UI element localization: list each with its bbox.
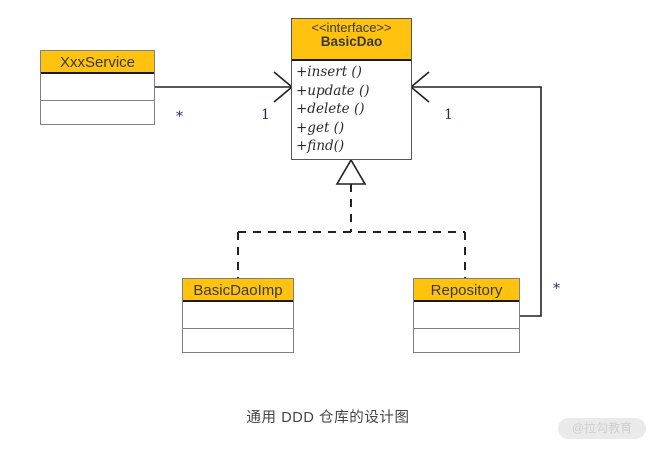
stereotype-label-interface: <<interface>> xyxy=(311,20,392,35)
diagram-caption: 通用 DDD 仓库的设计图 xyxy=(246,410,410,426)
class-name-basicdaoimp: BasicDaoImp xyxy=(183,279,293,302)
interface-operations-compartment: +insert () +update () +delete () +get ()… xyxy=(292,61,411,159)
class-methods-compartment-repository xyxy=(414,328,519,352)
class-box-basicdao[interactable]: <<interface>> BasicDao +insert () +updat… xyxy=(291,18,412,160)
multiplicity-service-side: * xyxy=(176,109,183,125)
multiplicity-basicdao-right: 1 xyxy=(444,107,453,123)
class-attributes-compartment-xxxservice xyxy=(41,74,154,100)
operation-find: +find() xyxy=(296,138,345,155)
operation-insert: +insert () xyxy=(296,64,362,80)
class-methods-compartment-basicdaoimp xyxy=(183,328,293,352)
association-service-basicdao xyxy=(155,71,294,103)
class-box-xxxservice[interactable]: XxxService xyxy=(40,50,155,125)
class-name-xxxservice: XxxService xyxy=(41,51,154,74)
class-attributes-compartment-repository xyxy=(414,302,519,328)
watermark-badge: @拉勾教育 xyxy=(558,418,646,439)
interface-header-basicdao: <<interface>> BasicDao xyxy=(292,19,411,61)
operation-delete: +delete () xyxy=(296,101,365,118)
operation-get: +get () xyxy=(296,119,345,136)
class-attributes-compartment-basicdaoimp xyxy=(183,302,293,328)
class-name-basicdao: BasicDao xyxy=(320,34,383,50)
multiplicity-repository-side: * xyxy=(553,281,560,297)
operation-update: +update () xyxy=(296,82,370,99)
class-box-repository[interactable]: Repository xyxy=(413,278,520,353)
class-box-basicdaoimp[interactable]: BasicDaoImp xyxy=(182,278,294,353)
class-name-repository: Repository xyxy=(414,279,519,302)
realization-basicdao xyxy=(237,158,466,278)
multiplicity-basicdao-left: 1 xyxy=(261,107,270,123)
class-methods-compartment-xxxservice xyxy=(41,100,154,124)
